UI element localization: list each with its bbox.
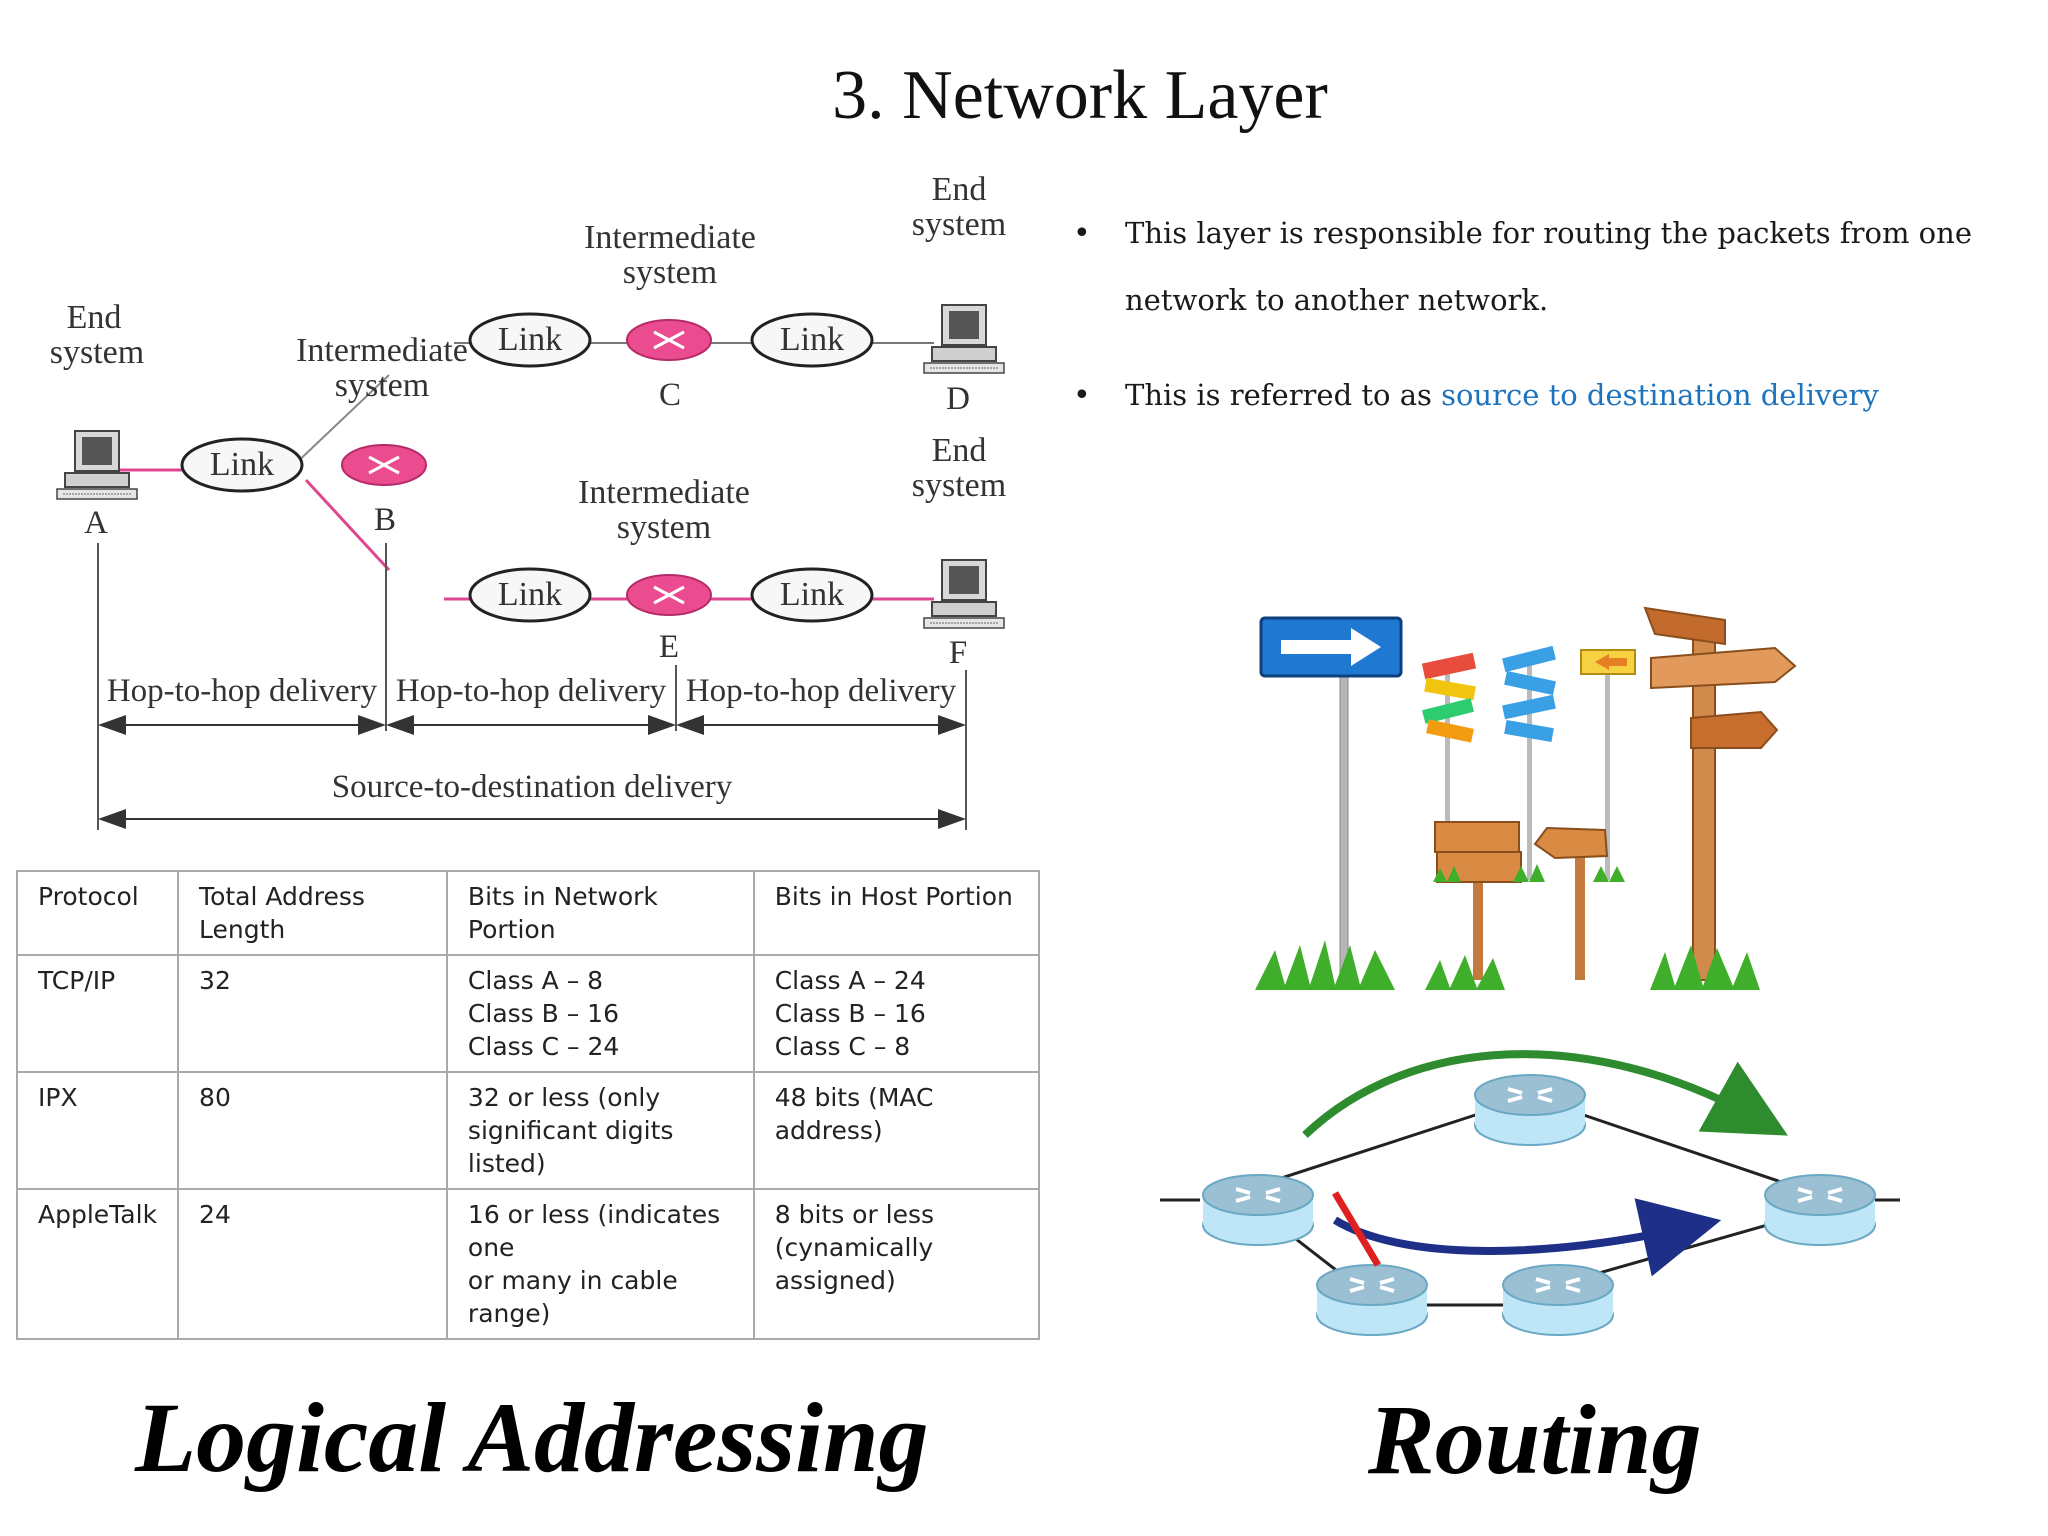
node-caption: system [912, 206, 1006, 243]
node-caption: Intermediate [296, 332, 468, 369]
computer-icon [923, 304, 1005, 374]
page-title: 3. Network Layer [832, 57, 1328, 134]
highlight-text: source to destination delivery [1441, 378, 1879, 412]
link-label: Link [498, 321, 562, 358]
node-letter: A [84, 505, 108, 541]
table-cell: 32 [177, 954, 448, 1073]
delivery-diagram: Link Link Link Link Link End system Inte… [50, 175, 1006, 830]
node-caption: End [932, 175, 987, 208]
hop-label: Hop-to-hop delivery [686, 673, 957, 709]
bullet-item: • This layer is responsible for routing … [1065, 200, 2025, 334]
table-cell: Class A – 24 Class B – 16 Class C – 8 [752, 954, 1041, 1073]
table-cell: IPX [15, 1071, 180, 1190]
node-caption: system [623, 254, 717, 291]
link-label: Link [498, 576, 562, 613]
bullet-list: • This layer is responsible for routing … [1065, 200, 2025, 429]
router-node-e [626, 574, 712, 616]
source-dest-label: Source-to-destination delivery [332, 769, 733, 805]
node-caption: End [67, 299, 122, 336]
computer-icon [923, 559, 1005, 629]
table-cell: 48 bits (MAC address) [752, 1071, 1041, 1190]
table-cell: AppleTalk [15, 1188, 180, 1340]
bullet-icon: • [1073, 378, 1091, 413]
address-table: Protocol Total Address Length Bits in Ne… [15, 870, 1041, 1340]
link-label: Link [210, 446, 274, 483]
node-caption: Intermediate [584, 219, 756, 256]
node-letter: D [946, 381, 970, 417]
link-b-e [468, 567, 592, 623]
link-a-b [180, 437, 304, 493]
signpost-icon [1255, 606, 1797, 990]
table-cell: 16 or less (indicates one or many in cab… [445, 1188, 755, 1340]
table-cell: 80 [177, 1071, 448, 1190]
node-caption: system [335, 367, 429, 404]
link-e-f [750, 567, 874, 623]
table-row: IPX 80 32 or less (only significant digi… [15, 1071, 1041, 1190]
link-c-d [750, 312, 874, 368]
node-letter: C [659, 377, 681, 413]
node-letter: F [949, 635, 967, 671]
table-header-cell: Protocol [15, 870, 180, 956]
bullet-text: This layer is responsible for routing th… [1125, 216, 1972, 317]
router-icon [1160, 1050, 1900, 1337]
router-node-b [341, 444, 427, 486]
table-cell: 32 or less (only significant digits list… [445, 1071, 755, 1190]
node-caption: system [50, 334, 144, 371]
table-header-row: Protocol Total Address Length Bits in Ne… [15, 870, 1041, 956]
bullet-text: This is referred to as [1125, 378, 1442, 412]
table-cell: 24 [177, 1188, 448, 1340]
link-label: Link [780, 576, 844, 613]
logical-addressing-label: Logical Addressing [135, 1382, 929, 1493]
table-cell: 8 bits or less (cynamically assigned) [752, 1188, 1041, 1340]
routing-label: Routing [1368, 1384, 1702, 1495]
node-caption: system [912, 467, 1006, 504]
table-cell: TCP/IP [15, 954, 180, 1073]
node-letter: B [374, 502, 396, 538]
node-letter: E [659, 629, 679, 665]
table-row: TCP/IP 32 Class A – 8 Class B – 16 Class… [15, 954, 1041, 1073]
table-header-cell: Bits in Host Portion [752, 870, 1041, 956]
table-row: AppleTalk 24 16 or less (indicates one o… [15, 1188, 1041, 1340]
link-b-c [468, 312, 592, 368]
table-header-cell: Total Address Length [177, 870, 448, 956]
hop-label: Hop-to-hop delivery [396, 673, 667, 709]
node-caption: Intermediate [578, 474, 750, 511]
node-caption: system [617, 509, 711, 546]
bullet-icon: • [1073, 216, 1091, 251]
table-cell: Class A – 8 Class B – 16 Class C – 24 [445, 954, 755, 1073]
router-node-c [626, 319, 712, 361]
hop-label: Hop-to-hop delivery [107, 673, 378, 709]
table-header-cell: Bits in Network Portion [445, 870, 755, 956]
node-caption: End [932, 432, 987, 469]
bullet-item: • This is referred to as source to desti… [1065, 362, 2025, 429]
link-label: Link [780, 321, 844, 358]
computer-icon [56, 430, 138, 500]
